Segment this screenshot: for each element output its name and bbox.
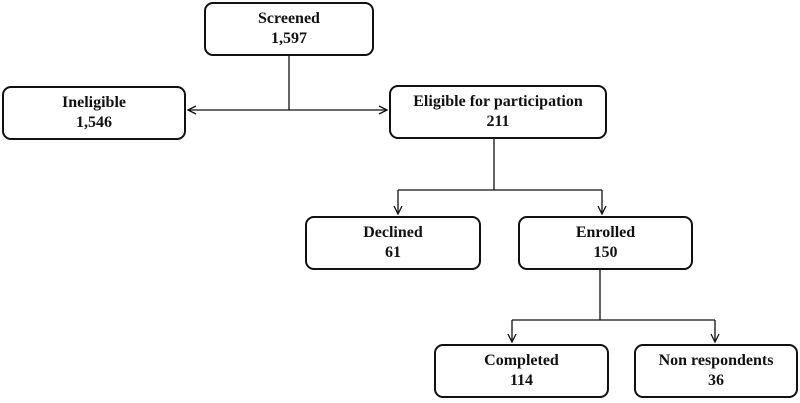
non-respondents-label: Non respondents [658, 352, 774, 369]
eligible-node: Eligible for participation 211 [389, 85, 607, 139]
completed-label: Completed [484, 352, 559, 369]
declined-count: 61 [385, 244, 401, 261]
screened-node: Screened 1,597 [204, 2, 374, 56]
enrolled-label: Enrolled [575, 224, 636, 241]
enrolled-node: Enrolled 150 [518, 216, 693, 270]
eligible-label: Eligible for participation [413, 93, 583, 110]
declined-label: Declined [363, 224, 423, 241]
ineligible-count: 1,546 [76, 114, 112, 131]
non-respondents-count: 36 [708, 372, 724, 389]
non-respondents-node: Non respondents 36 [634, 344, 798, 398]
declined-node: Declined 61 [305, 216, 481, 270]
screened-label: Screened [258, 10, 320, 27]
ineligible-node: Ineligible 1,546 [2, 86, 186, 140]
ineligible-label: Ineligible [61, 94, 126, 111]
completed-count: 114 [509, 372, 534, 389]
eligible-count: 211 [486, 113, 510, 130]
screened-count: 1,597 [271, 30, 307, 47]
enrolled-count: 150 [593, 244, 618, 261]
completed-node: Completed 114 [434, 344, 609, 398]
